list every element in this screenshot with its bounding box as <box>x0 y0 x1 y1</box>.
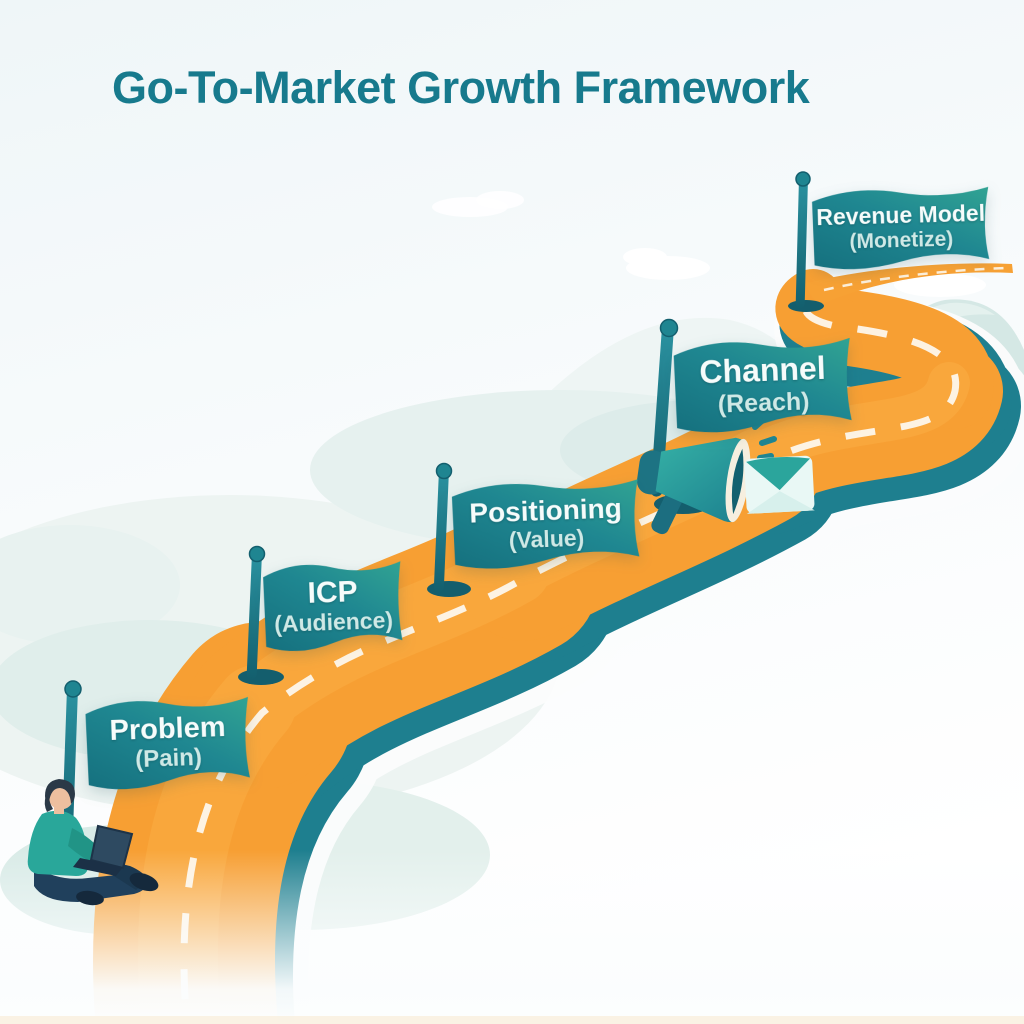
flag-banner-icon <box>263 561 403 651</box>
stage-sublabel: (Monetize) <box>849 227 954 254</box>
road-horizon-tail <box>806 263 1013 304</box>
flagpole-revenue-icon <box>795 171 811 308</box>
flag-banner-icon <box>673 337 852 433</box>
stage-flag-channel: Channel (Reach) <box>670 332 855 436</box>
stage-label: Positioning <box>468 492 623 530</box>
megaphone-icon <box>636 437 751 535</box>
stage-flag-icp: ICP (Audience) <box>260 556 405 655</box>
flag-banner-icon <box>812 186 990 270</box>
stage-flag-positioning: Positioning (Value) <box>448 474 643 573</box>
bottom-edge-strip <box>0 1016 1024 1024</box>
stage-label: Problem <box>109 711 227 748</box>
flagpole-icp-icon <box>246 545 266 679</box>
stage-sublabel: (Pain) <box>134 743 203 773</box>
stage-label: Revenue Model <box>816 200 986 231</box>
stage-sublabel: (Value) <box>508 524 585 554</box>
bottom-fade <box>0 850 1024 1024</box>
stage-sublabel: (Reach) <box>717 387 810 419</box>
stage-flag-revenue-model: Revenue Model (Monetize) <box>809 182 993 273</box>
stage-label: ICP <box>306 575 359 611</box>
stage-label: Channel <box>698 349 827 391</box>
person-with-laptop <box>27 779 159 906</box>
envelope-icon <box>744 455 815 514</box>
stage-flag-problem: Problem (Pain) <box>82 691 253 793</box>
flag-banner-icon <box>451 479 640 569</box>
flagpole-positioning-icon <box>433 462 453 592</box>
stage-sublabel: (Audience) <box>273 606 394 637</box>
flag-banner-icon <box>85 696 250 790</box>
page-title: Go-To-Market Growth Framework <box>112 62 810 113</box>
